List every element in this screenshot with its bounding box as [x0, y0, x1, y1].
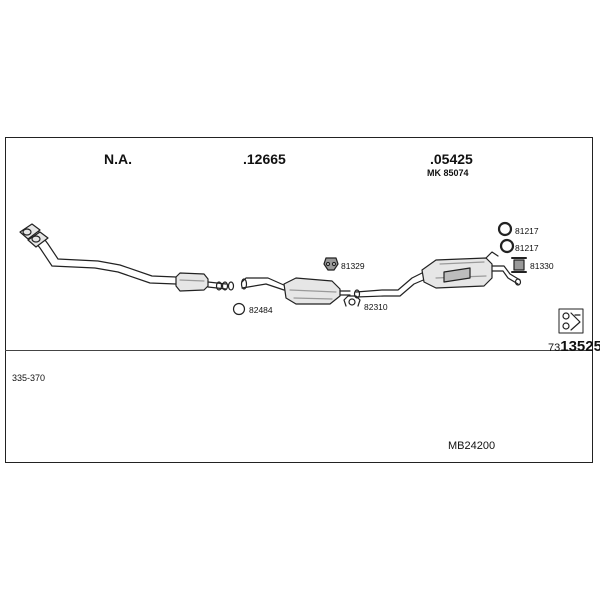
rubber-ring-icon-1: [497, 221, 513, 237]
label-rear-section: .05425: [430, 151, 473, 167]
part-number-81217-b: 81217: [515, 243, 539, 253]
rubber-mount-icon: [511, 257, 527, 273]
gasket-ring-icon: [232, 302, 246, 316]
rear-silencer: [353, 251, 522, 299]
middle-silencer: [240, 277, 351, 305]
kit-code-prefix: 73: [548, 342, 561, 354]
model-code: MB24200: [448, 440, 496, 452]
assembly-symbol-icon: [558, 308, 584, 334]
front-pipe: [19, 223, 177, 285]
part-number-82310: 82310: [364, 302, 388, 312]
diagram-frame: [5, 137, 593, 463]
part-number-81217-a: 81217: [515, 226, 539, 236]
rubber-ring-icon-2: [499, 238, 515, 254]
part-number-82484: 82484: [249, 305, 273, 315]
kit-code-number: 13525: [560, 338, 600, 355]
catalytic-converter: [175, 272, 235, 292]
label-middle-section: .12665: [243, 151, 286, 167]
label-front-section: N.A.: [104, 151, 132, 167]
section-divider: [5, 350, 593, 351]
label-rear-kit: MK 85074: [427, 168, 469, 178]
rubber-hanger-icon: [323, 257, 339, 271]
kit-code: 7313525: [548, 338, 600, 355]
part-number-81329: 81329: [341, 261, 365, 271]
part-number-81330: 81330: [530, 261, 554, 271]
engine-range: 335-370: [12, 373, 46, 383]
pipe-clamp-icon: [343, 295, 361, 307]
